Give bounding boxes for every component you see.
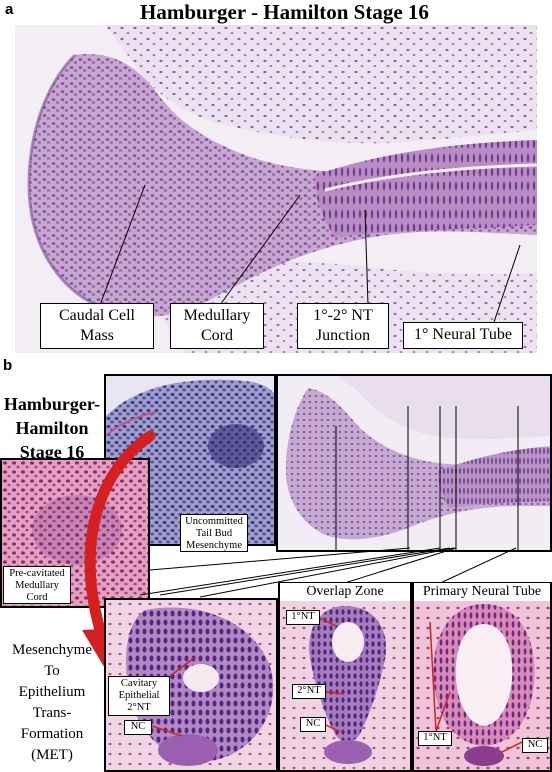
met-label: Mesenchyme To Epithelium Trans- Formatio… [2,640,102,766]
precavitated-tissue-image [2,460,148,606]
panel-b-stage-title: Hamburger- Hamilton Stage 16 [2,392,102,464]
overlap-zone-tissue-image [280,584,410,770]
label-precavitated-line1: Pre-cavitated [9,568,65,579]
met-line6: (MET) [31,747,73,763]
label-caudal-cell-mass-line1: Caudal Cell [59,307,135,324]
label-cavitary: Cavitary Epithelial 2°NT [108,676,170,716]
label-medullary-cord: Medullary Cord [170,303,264,349]
cavitary-callouts [151,657,195,737]
label-junction-line1: 1°-2° NT [313,307,373,324]
label-uncommitted: Uncommitted Tail Bud Mesenchyme [180,514,248,552]
label-caudal-cell-mass-line2: Mass [80,327,114,344]
label-medullary-cord-line1: Medullary [183,307,251,324]
met-line1: Mesenchyme [12,642,92,658]
label-precavitated-line2: Medullary [15,580,59,591]
label-nc-primary: NC [522,738,548,753]
primary-neural-tube-title: Primary Neural Tube [414,583,550,601]
label-one-nt-primary: 1°NT [418,731,452,746]
label-nc-overlap: NC [300,717,326,732]
label-one-nt-overlap: 1°NT [286,610,320,625]
overlap-zone-micrograph [278,582,412,772]
label-uncommitted-line2: Tail Bud [195,528,233,539]
panel-b-letter: b [3,357,13,374]
stage-title-line3: Stage 16 [19,442,85,462]
label-cavitary-line1: Cavitary [120,678,158,689]
panel-a-micrograph [15,25,537,353]
panel-a-callout-lines [99,184,521,326]
stage-title-line1: Hamburger- [3,394,101,414]
label-junction-line2: Junction [315,327,371,344]
label-cavitary-line3: 2°NT [127,702,151,713]
label-nc-left: NC [124,720,152,735]
label-cavitary-line2: Epithelial [118,690,160,701]
met-line4: Trans- [32,705,72,721]
met-line5: Formation [20,726,84,742]
stage-title-line2: Hamilton [15,418,89,438]
label-primary-neural-tube: 1° Neural Tube [403,322,523,349]
label-uncommitted-line1: Uncommitted [185,516,243,527]
overlap-zone-title: Overlap Zone [280,583,410,601]
precavitated-micrograph [0,458,150,608]
met-line2: To [44,663,60,679]
label-junction: 1°-2° NT Junction [297,303,389,349]
label-precavitated-line3: Cord [26,592,48,603]
panel-a-letter: a [5,1,14,18]
label-caudal-cell-mass: Caudal Cell Mass [40,303,154,349]
overlap-callouts [319,617,345,733]
label-precavitated: Pre-cavitated Medullary Cord [3,566,71,604]
primary-callouts [429,621,523,753]
overview-micrograph [276,374,552,552]
panel-a-title: Hamburger - Hamilton Stage 16 [140,0,429,24]
label-uncommitted-line3: Mesenchyme [186,540,242,551]
overview-tissue-image [278,376,550,550]
label-two-nt-overlap: 2°NT [292,684,326,699]
met-line3: Epithelium [18,684,86,700]
label-medullary-cord-line2: Cord [201,327,233,344]
